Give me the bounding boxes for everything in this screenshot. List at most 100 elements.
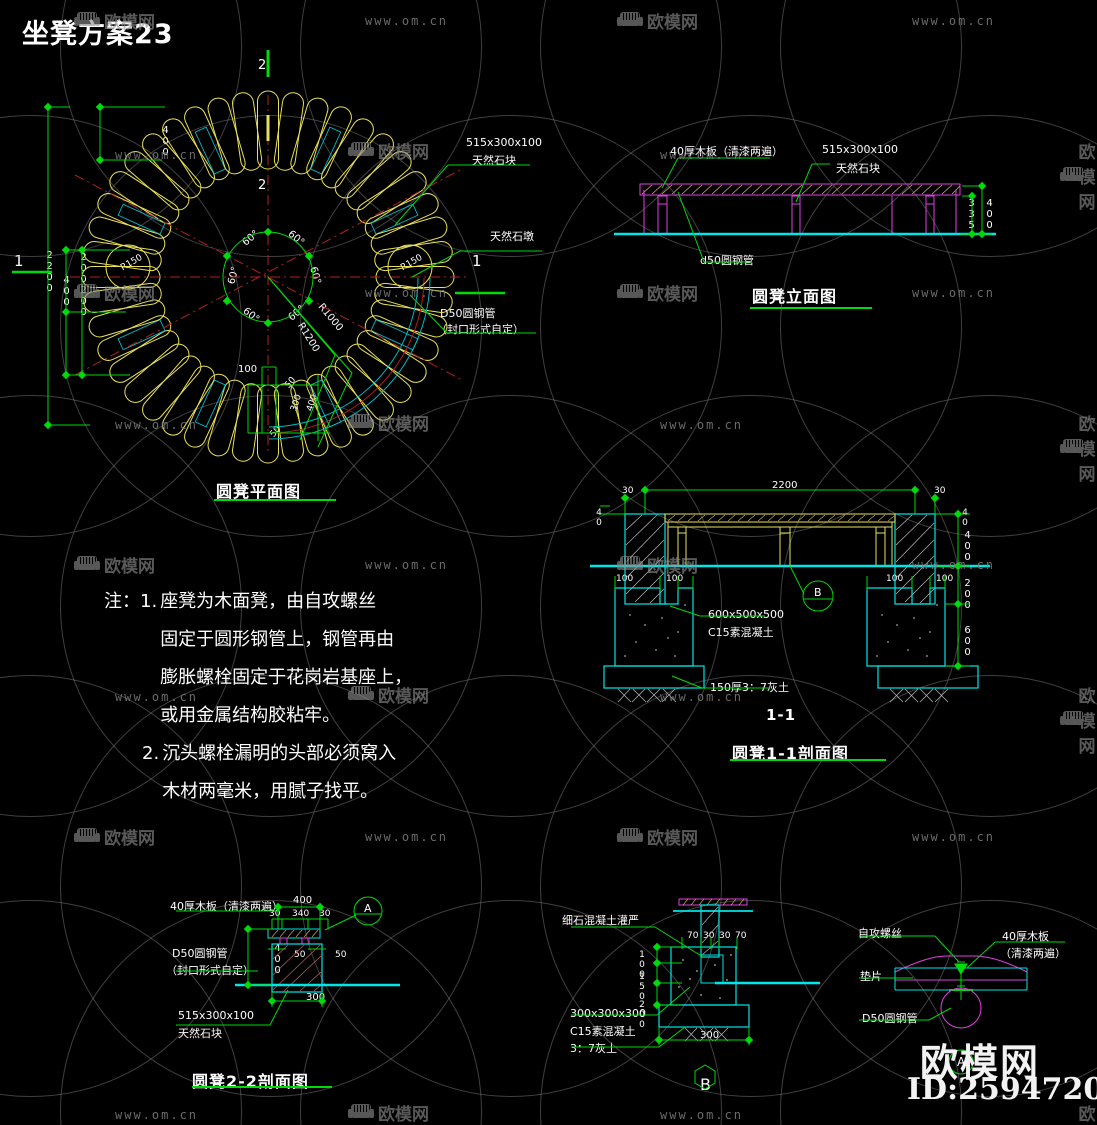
plan-view-title: 圆凳平面图 (216, 482, 302, 501)
plan-dim-100: 100 (238, 364, 258, 375)
detail-b-dim-30-a: 30 (703, 931, 715, 941)
sofa-icon (1060, 167, 1083, 184)
section-1-1-geometry (590, 485, 990, 761)
page-title: 坐凳方案23 (22, 19, 174, 50)
detail-b-dim-70-a: 70 (687, 931, 699, 941)
detail-a-geometry (859, 935, 1065, 1075)
sofa-icon (617, 828, 643, 845)
watermark-logo: 欧模网 (1060, 1100, 1097, 1125)
watermark-logo: 欧模网 (74, 552, 155, 577)
watermark-brand-text: 欧模网 (1078, 143, 1096, 213)
detail-b-callout-concrete-grade: C15素混凝土 (570, 1025, 636, 1038)
detail-b-dim-300: 300 (700, 1030, 720, 1041)
watermark-brand-text: 欧模网 (104, 557, 155, 577)
s11-dim-30-left: 30 (622, 486, 634, 496)
watermark-brand-text: 欧模网 (647, 829, 698, 849)
plan-view-geometry (43, 50, 542, 501)
sofa-icon (1060, 711, 1083, 728)
sofa-icon (1060, 439, 1083, 456)
watermark-url: www.om.cn (365, 830, 449, 844)
watermark-logo: 欧模网 (74, 824, 155, 849)
watermark-brand-text: 欧模网 (1078, 415, 1096, 485)
s22-callout-stone-size: 515x300x100 (178, 1009, 255, 1022)
watermark-brand-text: 欧模网 (378, 1105, 429, 1125)
plan-section-line-left (12, 270, 52, 274)
s11-callout-concrete-grade: C15素混凝土 (708, 626, 774, 639)
s22-dim-50-b: 50 (335, 950, 347, 960)
note-2-number: 2. (142, 743, 160, 764)
detail-a-callout-wood: 40厚木板 (1002, 930, 1049, 943)
watermark-url: www.om.cn (912, 830, 996, 844)
elevation-callout-stone-size: 515x300x100 (822, 143, 899, 156)
section-1-1-title: 圆凳1-1剖面图 (732, 744, 849, 763)
s11-detail-bubble-b: B (814, 586, 822, 599)
watermark-logo: 欧模网 (348, 1100, 429, 1125)
sofa-icon (74, 556, 100, 573)
watermark-logo: 欧模网 (1060, 410, 1097, 485)
s11-dim-600: 600 (962, 625, 973, 658)
detail-b-callout-mortar: 细石混凝土灌严 (562, 914, 639, 927)
note-2-line-2: 木材两毫米，用腻子找平。 (162, 781, 379, 802)
detail-b-dim-150: 150 (637, 972, 647, 1002)
s11-dim-100-b: 100 (666, 574, 684, 584)
s22-dim-400-side: 400 (272, 943, 283, 976)
sofa-icon (617, 12, 643, 29)
note-2-line-1: 沉头螺栓漏明的头部必须窝入 (162, 743, 397, 764)
elevation-callout-wood: 40厚木板（清漆两遍） (670, 145, 783, 158)
note-1-number: 1. (140, 591, 158, 612)
sofa-icon (348, 1104, 374, 1121)
s22-dim-50-a: 50 (294, 950, 306, 960)
note-1-line-1: 座凳为木面凳，由自攻螺丝 (160, 591, 377, 612)
watermark-url: www.om.cn (660, 1108, 744, 1122)
detail-b-dim-100: 100 (637, 950, 647, 980)
elevation-dim-400: 400 (984, 198, 995, 231)
watermark-url: www.om.cn (912, 14, 996, 28)
detail-b-geometry (571, 898, 820, 1090)
watermark-brand-text: 欧模网 (104, 829, 155, 849)
elevation-view-geometry (614, 157, 996, 309)
detail-b-callout-concrete-size: 300x300x300 (570, 1007, 647, 1020)
detail-a-bubble: A (957, 1055, 966, 1069)
watermark-logo: 欧模网 (617, 824, 698, 849)
watermark-url: www.om.cn (365, 14, 449, 28)
s22-dim-300: 300 (306, 992, 326, 1003)
s22-dim-340: 340 (292, 909, 310, 919)
s22-callout-pipe: D50圆钢管 (172, 947, 228, 960)
sofa-icon (74, 828, 100, 845)
section-2-2-geometry (176, 896, 400, 1088)
watermark-brand-text: 欧模网 (1078, 687, 1096, 757)
s22-dim-30-b: 30 (319, 909, 331, 919)
plan-callout-stone-text: 天然石块 (472, 154, 516, 167)
s11-dim-400: 400 (962, 530, 973, 563)
plan-callout-stone-pier: 天然石墩 (490, 230, 534, 243)
s22-dim-30-a: 30 (269, 909, 281, 919)
notes-prefix: 注： (104, 591, 140, 612)
watermark-logo: 欧模网 (617, 8, 698, 33)
elevation-view-title: 圆凳立面图 (752, 287, 838, 306)
plan-section-mark-2-inner: 2 (258, 178, 267, 193)
elevation-callout-pipe: d50圆钢管 (700, 254, 754, 267)
watermark-logo: 欧模网 (1060, 138, 1097, 213)
detail-a-callout-screw: 自攻螺丝 (858, 927, 902, 940)
detail-b-dim-30-b: 30 (719, 931, 731, 941)
plan-section-mark-2-top: 2 (258, 58, 267, 73)
note-1-line-3: 膨胀螺栓固定于花岗岩基座上， (160, 667, 413, 688)
s22-dim-400-top: 400 (293, 895, 313, 906)
note-1-line-2: 固定于圆形钢管上，钢管再由 (160, 629, 395, 650)
watermark-brand-text: 欧模网 (647, 13, 698, 33)
elevation-callout-stone-text: 天然石块 (836, 162, 880, 175)
detail-a-callout-wood-note: （清漆两遍） (1000, 947, 1066, 960)
s11-dim-200: 200 (962, 578, 973, 611)
plan-callout-stone-size: 515x300x100 (466, 136, 543, 149)
detail-b-bubble: B (700, 1075, 711, 1094)
s11-dim-30-right: 30 (934, 486, 946, 496)
note-1-line-4: 或用金属结构胶粘牢。 (160, 705, 341, 726)
s11-dim-40-left: 40 (594, 508, 604, 528)
watermark-url: www.om.cn (115, 1108, 199, 1122)
detail-a-callout-washer: 垫片 (860, 970, 882, 983)
detail-b-callout-lime-soil: 3：7灰土 (570, 1042, 617, 1055)
watermark-brand-text: 欧模网 (1078, 1105, 1096, 1125)
plan-dim-400-top: 400 (160, 125, 171, 158)
s11-section-tag: 1-1 (766, 706, 797, 724)
